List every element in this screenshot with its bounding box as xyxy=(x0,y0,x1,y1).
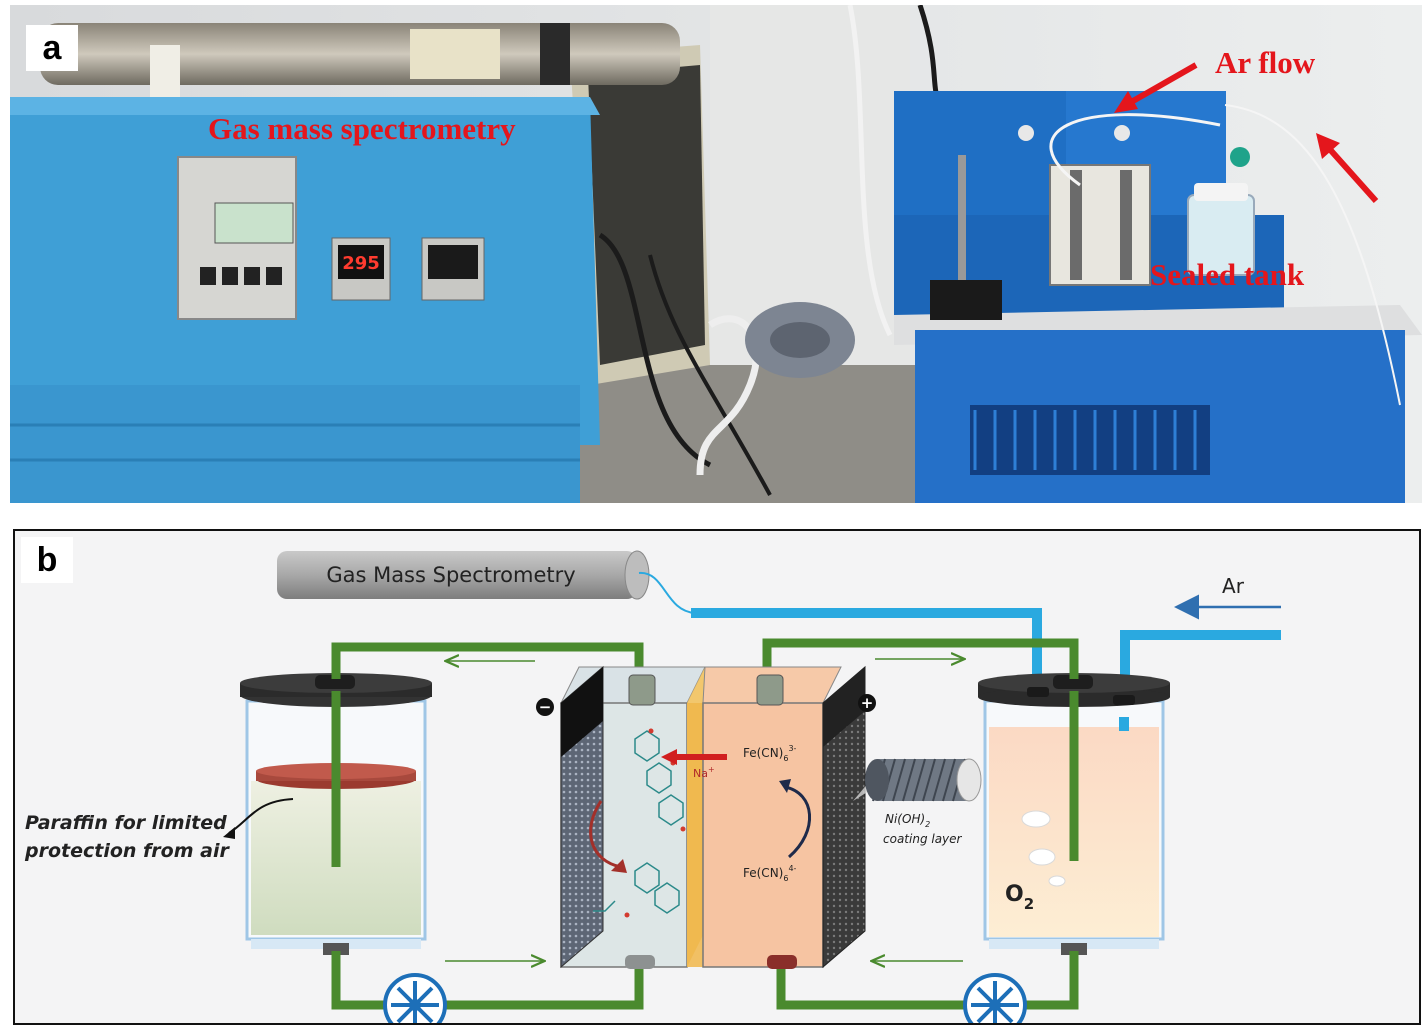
paraffin-label-line2: protection from air xyxy=(24,840,230,862)
pump-right xyxy=(963,973,1027,1029)
flow-battery-schematic: Gas Mass Spectrometry Ar xyxy=(24,550,1281,1029)
sealed-tank-label: Sealed tank xyxy=(1150,257,1305,292)
electrochemical-station xyxy=(894,91,1422,503)
gas-mass-spectrometry-unit: Gas Mass Spectrometry xyxy=(277,550,650,600)
gas-sampling-line xyxy=(691,608,1042,689)
flow-cell: Na+ Fe(CN)63- Fe(CN)64- xyxy=(560,665,866,969)
lab-setup-photo: 295 xyxy=(10,5,1422,503)
paraffin-label-line1: Paraffin for limited xyxy=(25,812,227,834)
gms-label: Gas Mass Spectrometry xyxy=(326,563,575,587)
positive-terminal xyxy=(858,694,876,712)
coating-layer-label: coating layer xyxy=(883,832,963,846)
na-label: Na+ xyxy=(693,765,715,780)
plus-sign: + xyxy=(861,694,874,712)
panel-a-letter: a xyxy=(26,25,78,71)
mass-spectrometer-instrument: 295 xyxy=(10,97,600,503)
ferrocyanide-label: Fe(CN)64- xyxy=(743,864,797,883)
anolyte-tank xyxy=(240,673,432,955)
negative-terminal xyxy=(536,698,554,716)
gas-mass-spectrometry-label: Gas mass spectrometry xyxy=(208,111,516,146)
ar-flow-label: Ar flow xyxy=(1215,45,1316,80)
pump-left xyxy=(383,973,447,1029)
minus-sign: − xyxy=(539,698,552,716)
ar-label: Ar xyxy=(1222,574,1245,598)
controller-readout: 295 xyxy=(342,253,380,274)
electrolyte-tubing xyxy=(331,638,1079,1010)
ar-flow-arrows xyxy=(1114,62,1379,203)
ferricyanide-label: Fe(CN)63- xyxy=(743,744,797,763)
panel-a-photo: 295 xyxy=(10,5,1422,503)
panel-b-schematic: Gas Mass Spectrometry Ar xyxy=(13,529,1421,1029)
gas-cylinder xyxy=(40,23,680,115)
nioh2-coating-inset: Ni(OH)2 coating layer xyxy=(853,758,982,846)
o2-label: O2 xyxy=(1005,882,1034,913)
nioh2-label: Ni(OH)2 xyxy=(885,812,930,829)
panel-b-letter: b xyxy=(21,537,73,583)
